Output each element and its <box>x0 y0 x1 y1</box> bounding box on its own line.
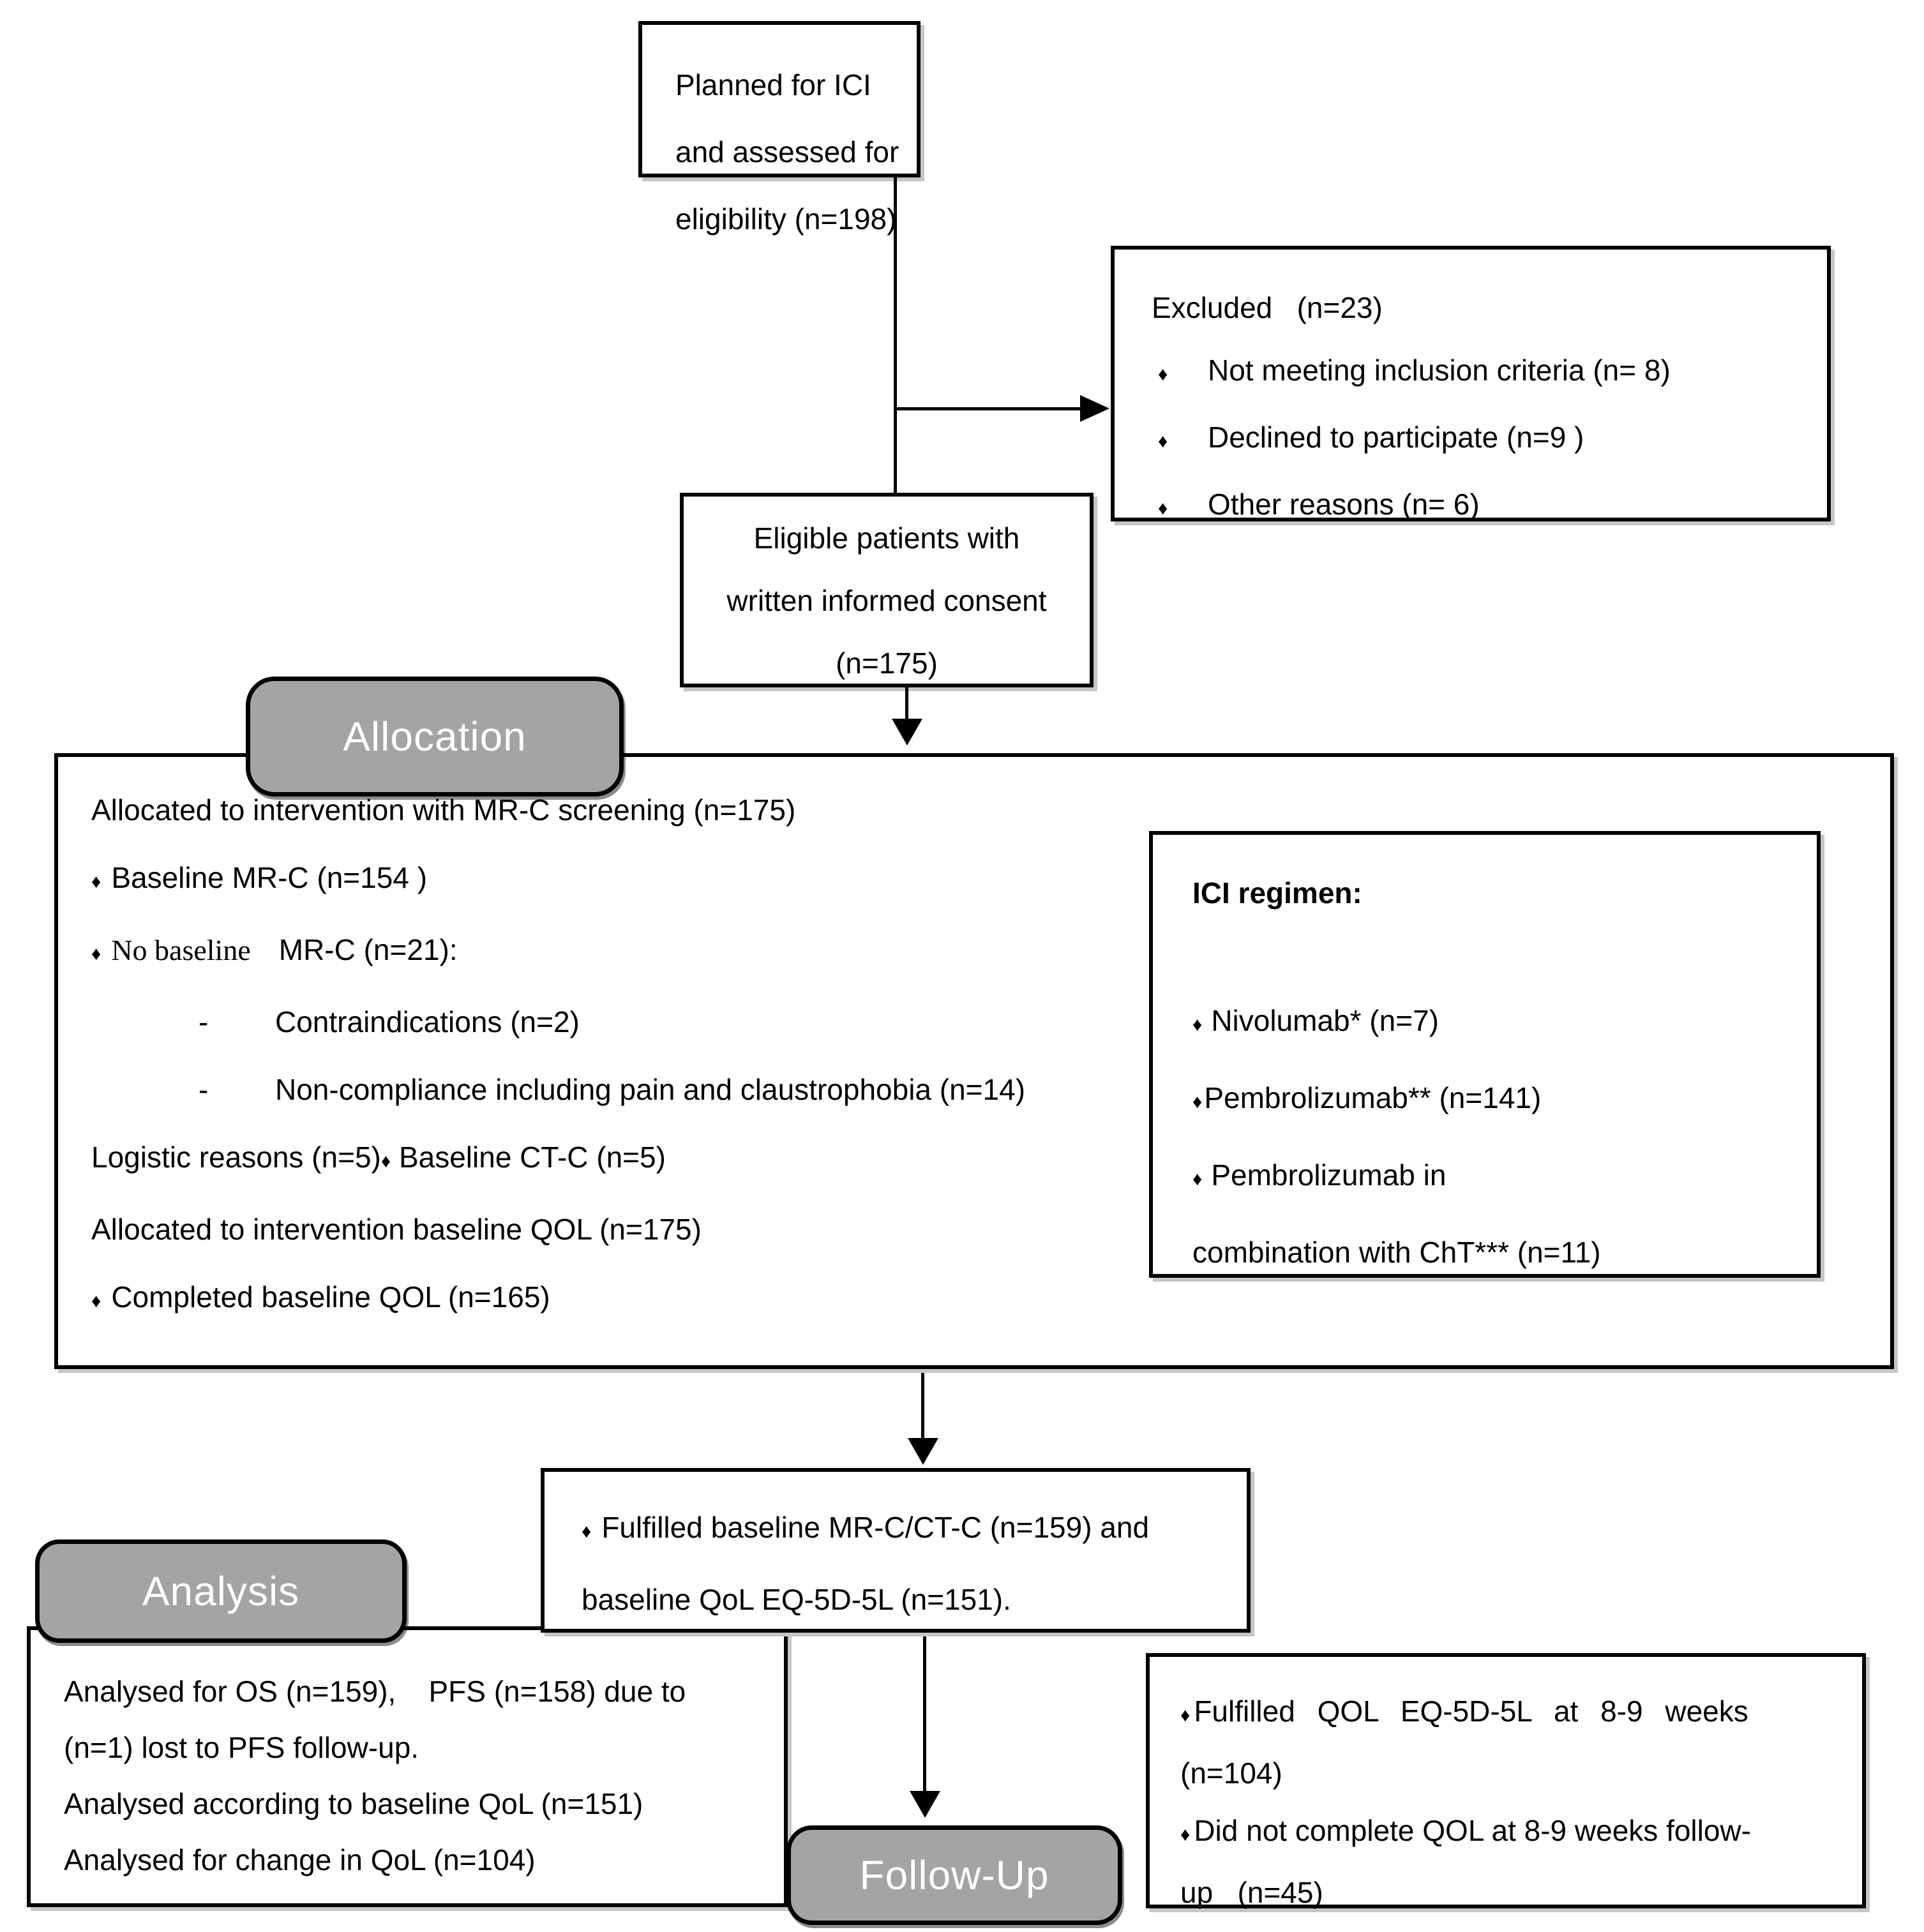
excluded-item-text: Other reasons (n= 6) <box>1208 488 1480 521</box>
connector-top-to-eligible <box>894 177 897 493</box>
connector-to-excluded <box>895 407 1081 410</box>
eligible-box: Eligible patients with written informed … <box>680 493 1094 687</box>
excluded-item: ♦ Other reasons (n= 6) <box>1152 473 1814 540</box>
allocation-line4: - Contraindications (n=2) <box>91 988 1890 1056</box>
diamond-bullet-icon: ♦ <box>1180 1824 1191 1845</box>
followup-line3: ♦ Did not complete QOL at 8-9 weeks foll… <box>1180 1802 1845 1864</box>
excluded-box: Excluded (n=23) ♦ Not meeting inclusion … <box>1111 246 1831 521</box>
eligible-line1: Eligible patients with <box>753 521 1020 555</box>
allocation-line5-text: Non-compliance including pain and claust… <box>275 1073 1026 1106</box>
analysis-line: (n=1) lost to PFS follow-up. <box>64 1731 419 1764</box>
planned-ici-line1: Planned for ICI and assessed for <box>675 68 899 168</box>
diamond-bullet-icon: ♦ <box>1158 364 1168 385</box>
planned-ici-line2: eligibility (n=198) <box>675 202 897 236</box>
connector-allocation-to-fulfilled <box>921 1371 924 1440</box>
allocation-line1: Allocated to intervention with MR-C scre… <box>91 793 796 827</box>
allocation-line7: Allocated to intervention baseline QOL (… <box>91 1213 702 1246</box>
excluded-item: ♦ Declined to participate (n=9 ) <box>1152 406 1814 473</box>
followup-line1: ♦ Fulfilled QOL EQ-5D-5L at 8-9 weeks <box>1180 1682 1845 1744</box>
fulfilled-line1-text: Fulfilled baseline MR-C/CT-C (n=159) and <box>601 1511 1150 1544</box>
ici-item-text: Pembrolizumab in <box>1211 1158 1447 1192</box>
diamond-bullet-icon: ♦ <box>1192 1014 1203 1035</box>
allocation-line2-text: Baseline MR-C (n=154 ) <box>111 861 428 894</box>
diamond-bullet-icon: ♦ <box>91 943 101 964</box>
followup-stage-label-text: Follow-Up <box>859 1852 1049 1898</box>
ici-item: ♦ Pembrolizumab in <box>1192 1139 1804 1216</box>
arrowhead-down-icon <box>908 1438 938 1465</box>
excluded-item-text: Not meeting inclusion criteria (n= 8) <box>1208 354 1671 387</box>
analysis-box: Analysed for OS (n=159), PFS (n=158) due… <box>27 1626 788 1907</box>
connector-eligible-to-allocation <box>905 687 908 721</box>
planned-ici-box: Planned for ICI and assessed for eligibi… <box>638 21 921 236</box>
followup-qol-box: ♦ Fulfilled QOL EQ-5D-5L at 8-9 weeks (n… <box>1146 1653 1866 1909</box>
allocation-line3-rest: MR-C (n=21): <box>278 933 458 966</box>
ici-item-text: Pembrolizumab** (n=141) <box>1204 1081 1542 1114</box>
followup-line2: (n=104) <box>1180 1756 1282 1790</box>
allocation-line3-serif: No baseline <box>111 934 251 966</box>
followup-line4: up (n=45) <box>1180 1876 1323 1909</box>
arrowhead-down-icon <box>910 1791 940 1818</box>
analysis-line: Analysed for change in QoL (n=104) <box>64 1843 536 1876</box>
dash-bullet: - <box>199 1073 209 1106</box>
excluded-item: ♦ Not meeting inclusion criteria (n= 8) <box>1152 339 1814 406</box>
diamond-bullet-icon: ♦ <box>582 1521 592 1542</box>
excluded-title: Excluded (n=23) <box>1152 291 1383 324</box>
allocation-stage-label-text: Allocation <box>343 714 527 760</box>
eligible-line2: written informed consent <box>726 584 1047 617</box>
allocation-line2: ♦ Baseline MR-C (n=154 ) <box>91 844 1890 916</box>
diamond-bullet-icon: ♦ <box>1158 498 1168 519</box>
arrowhead-right-icon <box>1080 395 1109 422</box>
ici-item-text: Nivolumab* (n=7) <box>1211 1004 1439 1037</box>
ici-item: ♦ Nivolumab* (n=7) <box>1192 984 1804 1061</box>
allocation-stage-label: Allocation <box>246 677 624 797</box>
diamond-bullet-icon: ♦ <box>91 871 101 892</box>
ici-regimen-title: ICI regimen: <box>1192 876 1362 910</box>
allocation-line6: Logistic reasons (n=5) ♦ Baseline CT-C (… <box>91 1123 1890 1195</box>
ici-item-text: combination with ChT*** (n=11) <box>1192 1236 1601 1269</box>
eligible-line3: (n=175) <box>836 647 938 680</box>
fulfilled-line1: ♦ Fulfilled baseline MR-C/CT-C (n=159) a… <box>582 1494 1234 1566</box>
analysis-line: Analysed for OS (n=159), PFS (n=158) due… <box>64 1675 686 1708</box>
diamond-bullet-icon: ♦ <box>91 1291 101 1312</box>
allocation-line8: ♦ Completed baseline QOL (n=165) <box>91 1263 1890 1335</box>
analysis-stage-label-text: Analysis <box>142 1568 300 1614</box>
excluded-item-text: Declined to participate (n=9 ) <box>1208 421 1584 454</box>
followup-line1-text: Fulfilled QOL EQ-5D-5L at 8-9 weeks <box>1194 1695 1748 1728</box>
fulfilled-baseline-box: ♦ Fulfilled baseline MR-C/CT-C (n=159) a… <box>541 1468 1251 1633</box>
ici-item-continuation: combination with ChT*** (n=11) <box>1192 1216 1804 1289</box>
fulfilled-line2: baseline QoL EQ-5D-5L (n=151). <box>582 1583 1011 1616</box>
diamond-bullet-icon: ♦ <box>380 1151 391 1172</box>
diamond-bullet-icon: ♦ <box>1180 1705 1191 1726</box>
allocation-line5: - Non-compliance including pain and clau… <box>91 1056 1890 1123</box>
followup-line3-text: Did not complete QOL at 8-9 weeks follow… <box>1194 1814 1751 1847</box>
analysis-stage-label: Analysis <box>35 1539 407 1643</box>
allocation-line6-post: Baseline CT-C (n=5) <box>391 1141 666 1174</box>
allocation-line6-pre: Logistic reasons (n=5) <box>91 1141 381 1174</box>
allocation-line4-text: Contraindications (n=2) <box>275 1005 580 1038</box>
ici-regimen-box: ICI regimen: ♦ Nivolumab* (n=7) ♦ Pembro… <box>1149 831 1821 1278</box>
dash-bullet: - <box>199 1005 209 1038</box>
allocation-line8-text: Completed baseline QOL (n=165) <box>111 1280 550 1314</box>
arrowhead-down-icon <box>892 719 922 745</box>
analysis-line: Analysed according to baseline QoL (n=15… <box>64 1787 643 1820</box>
diamond-bullet-icon: ♦ <box>1158 431 1168 452</box>
connector-fulfilled-to-followup <box>923 1633 926 1792</box>
allocation-line3: ♦ No baseline MR-C (n=21): <box>91 916 1890 988</box>
ici-item: ♦ Pembrolizumab** (n=141) <box>1192 1061 1804 1139</box>
diamond-bullet-icon: ♦ <box>1192 1169 1203 1190</box>
diamond-bullet-icon: ♦ <box>1192 1091 1203 1112</box>
followup-stage-label: Follow-Up <box>786 1825 1122 1925</box>
